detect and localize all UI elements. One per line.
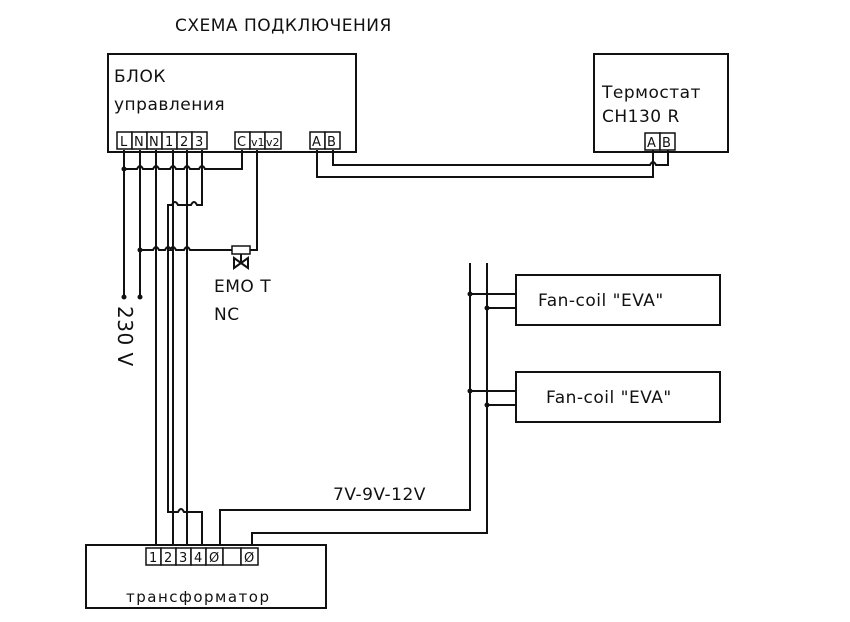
terminal-3 bbox=[191, 131, 208, 150]
ab-bus-wires bbox=[316, 150, 669, 178]
terminal-label: A bbox=[647, 136, 656, 151]
fan-coil-label: Fan-coil "EVA" bbox=[538, 291, 664, 311]
bus-line-2 bbox=[251, 263, 488, 545]
fan-coil-1: Fan-coil "EVA" bbox=[515, 274, 721, 326]
junction-dot bbox=[484, 402, 490, 408]
terminal-label: L bbox=[120, 135, 128, 150]
thermostat-label-line1: Термостат bbox=[601, 83, 701, 103]
terminal-label: 4 bbox=[194, 551, 202, 566]
wire-v1 bbox=[250, 150, 258, 251]
transformer: трансформатор 1 2 3 4 Ø Ø bbox=[85, 544, 327, 609]
terminal-label: 3 bbox=[195, 135, 203, 150]
terminal-label: 2 bbox=[180, 135, 188, 150]
junction-dot bbox=[137, 247, 143, 253]
wire-L-to-C bbox=[124, 150, 243, 170]
terminal-label: C bbox=[237, 135, 246, 150]
terminal-label: N bbox=[134, 135, 144, 150]
power-label: 230 V bbox=[113, 306, 137, 367]
control-unit-terminals: L N N 1 2 3 C v1 v2 A B bbox=[116, 131, 341, 150]
bus-line-1 bbox=[219, 263, 471, 545]
terminal-label: B bbox=[662, 136, 671, 151]
valve: EMO T NC bbox=[214, 150, 271, 325]
diagram-title: СХЕМА ПОДКЛЮЧЕНИЯ bbox=[175, 16, 392, 36]
fan-coil-box bbox=[515, 274, 721, 326]
junction-dot bbox=[484, 305, 490, 311]
control-unit-label-line1: БЛОК bbox=[114, 67, 166, 87]
valve-icon bbox=[233, 256, 249, 270]
junction-dot bbox=[467, 291, 473, 297]
terminal-label: A bbox=[312, 135, 321, 150]
terminal-label: B bbox=[327, 135, 336, 150]
control-unit: БЛОК управления L N N 1 2 3 C v1 v2 A B bbox=[107, 53, 357, 153]
control-unit-label-line2: управления bbox=[114, 95, 225, 115]
valve-label-line2: NC bbox=[214, 305, 240, 325]
fan-coil-label: Fan-coil "EVA" bbox=[546, 388, 672, 408]
terminal-label: 2 bbox=[164, 551, 172, 566]
control-unit-wires bbox=[123, 150, 203, 545]
valve-label-line1: EMO T bbox=[214, 277, 271, 297]
fan-coil-box bbox=[515, 371, 721, 423]
terminal-label: 1 bbox=[165, 135, 173, 150]
thermostat: Термостат CH130 R A B bbox=[593, 53, 729, 153]
junction-dot bbox=[121, 166, 127, 172]
terminal-label: 1 bbox=[149, 551, 157, 566]
valve-actuator bbox=[231, 245, 251, 255]
terminal-label: 3 bbox=[179, 551, 187, 566]
voltage-label: 7V-9V-12V bbox=[333, 485, 426, 505]
junction-dot bbox=[467, 388, 473, 394]
transformer-terminal-gap bbox=[222, 547, 242, 566]
transformer-label: трансформатор bbox=[126, 588, 270, 606]
power-terminal-dot bbox=[137, 294, 143, 300]
wire-A bbox=[316, 150, 654, 178]
power-terminal-dot bbox=[121, 294, 127, 300]
fan-coil-2: Fan-coil "EVA" bbox=[515, 371, 721, 423]
fan-coil-bus bbox=[219, 263, 516, 545]
terminal-label: v2 bbox=[266, 136, 280, 149]
terminal-B bbox=[324, 131, 341, 150]
terminal-v2 bbox=[264, 131, 282, 150]
thermostat-label-line2: CH130 R bbox=[602, 107, 680, 127]
wire-3 bbox=[167, 150, 203, 545]
terminal-label: Ø bbox=[209, 551, 219, 566]
wire-N-to-valve bbox=[140, 246, 232, 251]
transformer-terminal-0b bbox=[240, 547, 259, 566]
transformer-terminals: 1 2 3 4 Ø Ø bbox=[145, 547, 259, 566]
terminal-label: N bbox=[149, 135, 159, 150]
terminal-label: v1 bbox=[251, 136, 265, 149]
terminal-label: Ø bbox=[244, 551, 254, 566]
